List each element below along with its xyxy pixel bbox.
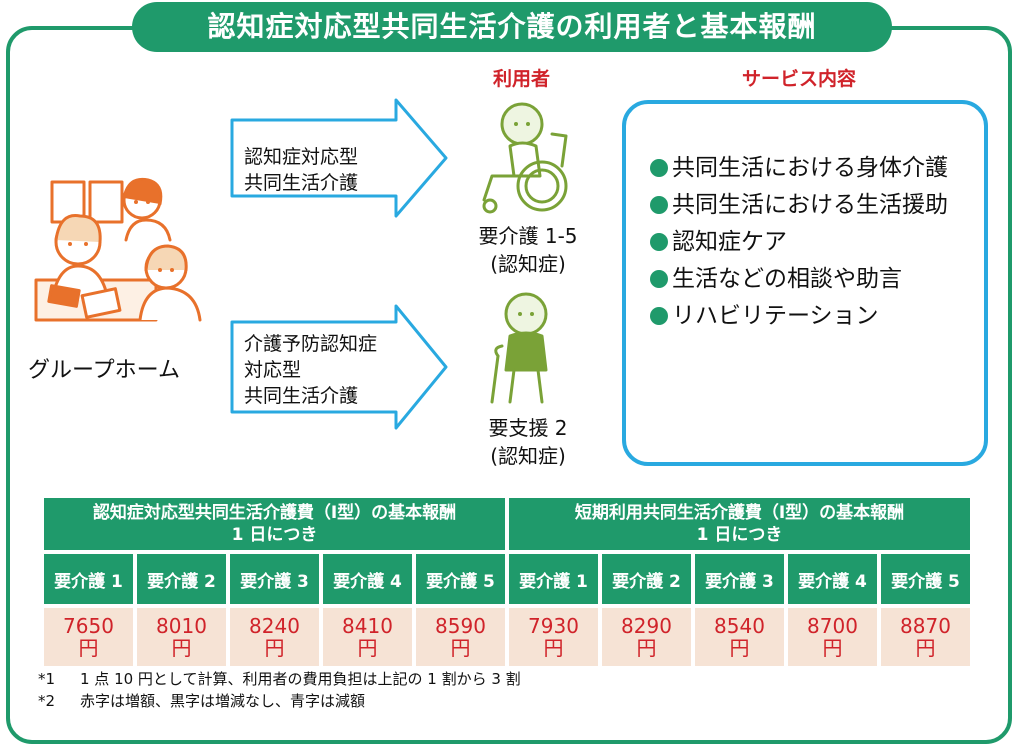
bullet-icon: [650, 233, 668, 251]
services-box: [622, 100, 988, 466]
group-home-label: グループホーム: [28, 358, 181, 383]
service-item: 生活などの相談や助言: [650, 261, 980, 298]
services-column-label: サービス内容: [742, 68, 857, 90]
arrow-prevention-line: 介護予防認知症: [244, 333, 378, 355]
arrow-care: [230, 98, 448, 218]
arrow-prevention-line: 対応型: [244, 359, 302, 381]
page-title: 認知症対応型共同生活介護の利用者と基本報酬: [132, 2, 892, 52]
bullet-icon: [650, 270, 668, 288]
fee-table-header-right: 短期利用共同生活介護費（Ⅰ型）の基本報酬 1 日につき: [509, 498, 970, 550]
service-item: 認知症ケア: [650, 224, 980, 261]
bullet-icon: [650, 196, 668, 214]
care-level-cell: 要介護 1: [44, 554, 133, 604]
cane-walker-illustration: [490, 292, 548, 404]
care-level-cell: 要介護 2: [602, 554, 691, 604]
arrow-prevention-line: 共同生活介護: [244, 385, 359, 407]
service-item: リハビリテーション: [650, 298, 980, 335]
arrow-care-line: 共同生活介護: [244, 172, 359, 194]
care-level-cell: 要介護 5: [881, 554, 970, 604]
care-level-cell: 要介護 4: [323, 554, 412, 604]
user-support-level-line1: 要支援 2: [488, 416, 568, 440]
users-column-label: 利用者: [493, 68, 551, 90]
arrow-care-text: 認知症対応型 共同生活介護: [244, 144, 358, 196]
user-support-level: 要支援 2 (認知症): [458, 414, 598, 470]
arrow-prevention-text: 介護予防認知症 対応型 共同生活介護: [244, 331, 377, 409]
user-care-level-line1: 要介護 1-5: [478, 224, 578, 248]
care-level-cell: 要介護 4: [788, 554, 877, 604]
services-list: 共同生活における身体介護 共同生活における生活援助 認知症ケア 生活などの相談や…: [650, 150, 980, 335]
service-item: 共同生活における身体介護: [650, 150, 980, 187]
wheelchair-user-illustration: [482, 102, 568, 214]
user-care-level-line2: (認知症): [490, 252, 566, 276]
fee-level-row: 要介護 1 要介護 2 要介護 3 要介護 4 要介護 5 要介護 1 要介護 …: [44, 554, 970, 604]
care-level-cell: 要介護 2: [137, 554, 226, 604]
bullet-icon: [650, 307, 668, 325]
fee-table: 認知症対応型共同生活介護費（Ⅰ型）の基本報酬 1 日につき 短期利用共同生活介護…: [40, 494, 974, 670]
bullet-icon: [650, 159, 668, 177]
care-level-cell: 要介護 3: [695, 554, 784, 604]
fee-table-header-left: 認知症対応型共同生活介護費（Ⅰ型）の基本報酬 1 日につき: [44, 498, 505, 550]
care-level-cell: 要介護 1: [509, 554, 598, 604]
arrow-prevention: [230, 304, 448, 430]
arrow-care-line: 認知症対応型: [244, 146, 359, 168]
group-home-illustration: [34, 177, 202, 322]
user-support-level-line2: (認知症): [490, 444, 566, 468]
service-item: 共同生活における生活援助: [650, 187, 980, 224]
care-level-cell: 要介護 3: [230, 554, 319, 604]
user-care-level: 要介護 1-5 (認知症): [458, 222, 598, 278]
care-level-cell: 要介護 5: [416, 554, 505, 604]
